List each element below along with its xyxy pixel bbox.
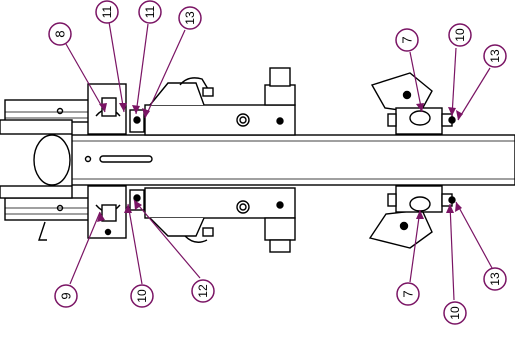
callout-circle [443,301,467,325]
callout-7-bot: 7 [396,282,420,306]
lower-plate [144,187,296,219]
callout-13-right: 13 [483,44,507,68]
callout-number: 13 [488,272,502,286]
upper-right-plate [370,72,433,114]
callout-number: 11 [143,5,157,18]
mechanical-parts [0,67,515,253]
callout-circle [95,0,119,24]
callout-circle [138,0,162,24]
callout-circle [483,44,507,68]
callout-circle [448,23,472,47]
callout-number: 10 [135,289,149,303]
callout-13-bot-r: 13 [483,267,507,291]
upper-plate [144,104,296,136]
callout-circle [130,284,154,308]
callout-number: 10 [448,306,462,320]
callout-number: 10 [453,28,467,42]
callout-11-b: 11 [138,0,162,24]
lower-right-plate [368,209,433,249]
callout-number: 12 [196,284,210,298]
callout-13-top: 13 [178,6,202,30]
callout-circle [395,28,419,52]
callout-9-bot: 9 [54,284,78,308]
callout-11-a: 11 [95,0,119,24]
callout-number: 11 [100,5,114,18]
callout-number: 13 [183,11,197,25]
tube-slot [99,155,153,163]
tube-end [33,134,71,186]
callout-circle [191,279,215,303]
upper-arm [4,99,96,123]
callout-number: 8 [53,30,68,37]
callout-10-bot-r: 10 [443,301,467,325]
callout-circle [178,6,202,30]
callout-12-bot: 12 [191,279,215,303]
callout-10-bot: 10 [130,284,154,308]
callout-circle [54,284,78,308]
main-tube [71,134,515,186]
callout-circle [483,267,507,291]
callout-10-top: 10 [448,23,472,47]
callout-number: 7 [400,36,415,43]
leader-arrowheads [97,103,463,222]
callout-circle [396,282,420,306]
callout-number: 7 [401,290,416,297]
callout-number: 9 [59,292,74,299]
leader-lines [65,21,493,301]
callout-7-top: 7 [395,28,419,52]
callout-circle [48,22,72,46]
callouts: 8 11 11 13 7 10 13 9 10 12 7 10 13 [48,0,507,325]
callout-number: 13 [488,49,502,63]
callout-8-top: 8 [48,22,72,46]
lower-arm [4,197,96,221]
